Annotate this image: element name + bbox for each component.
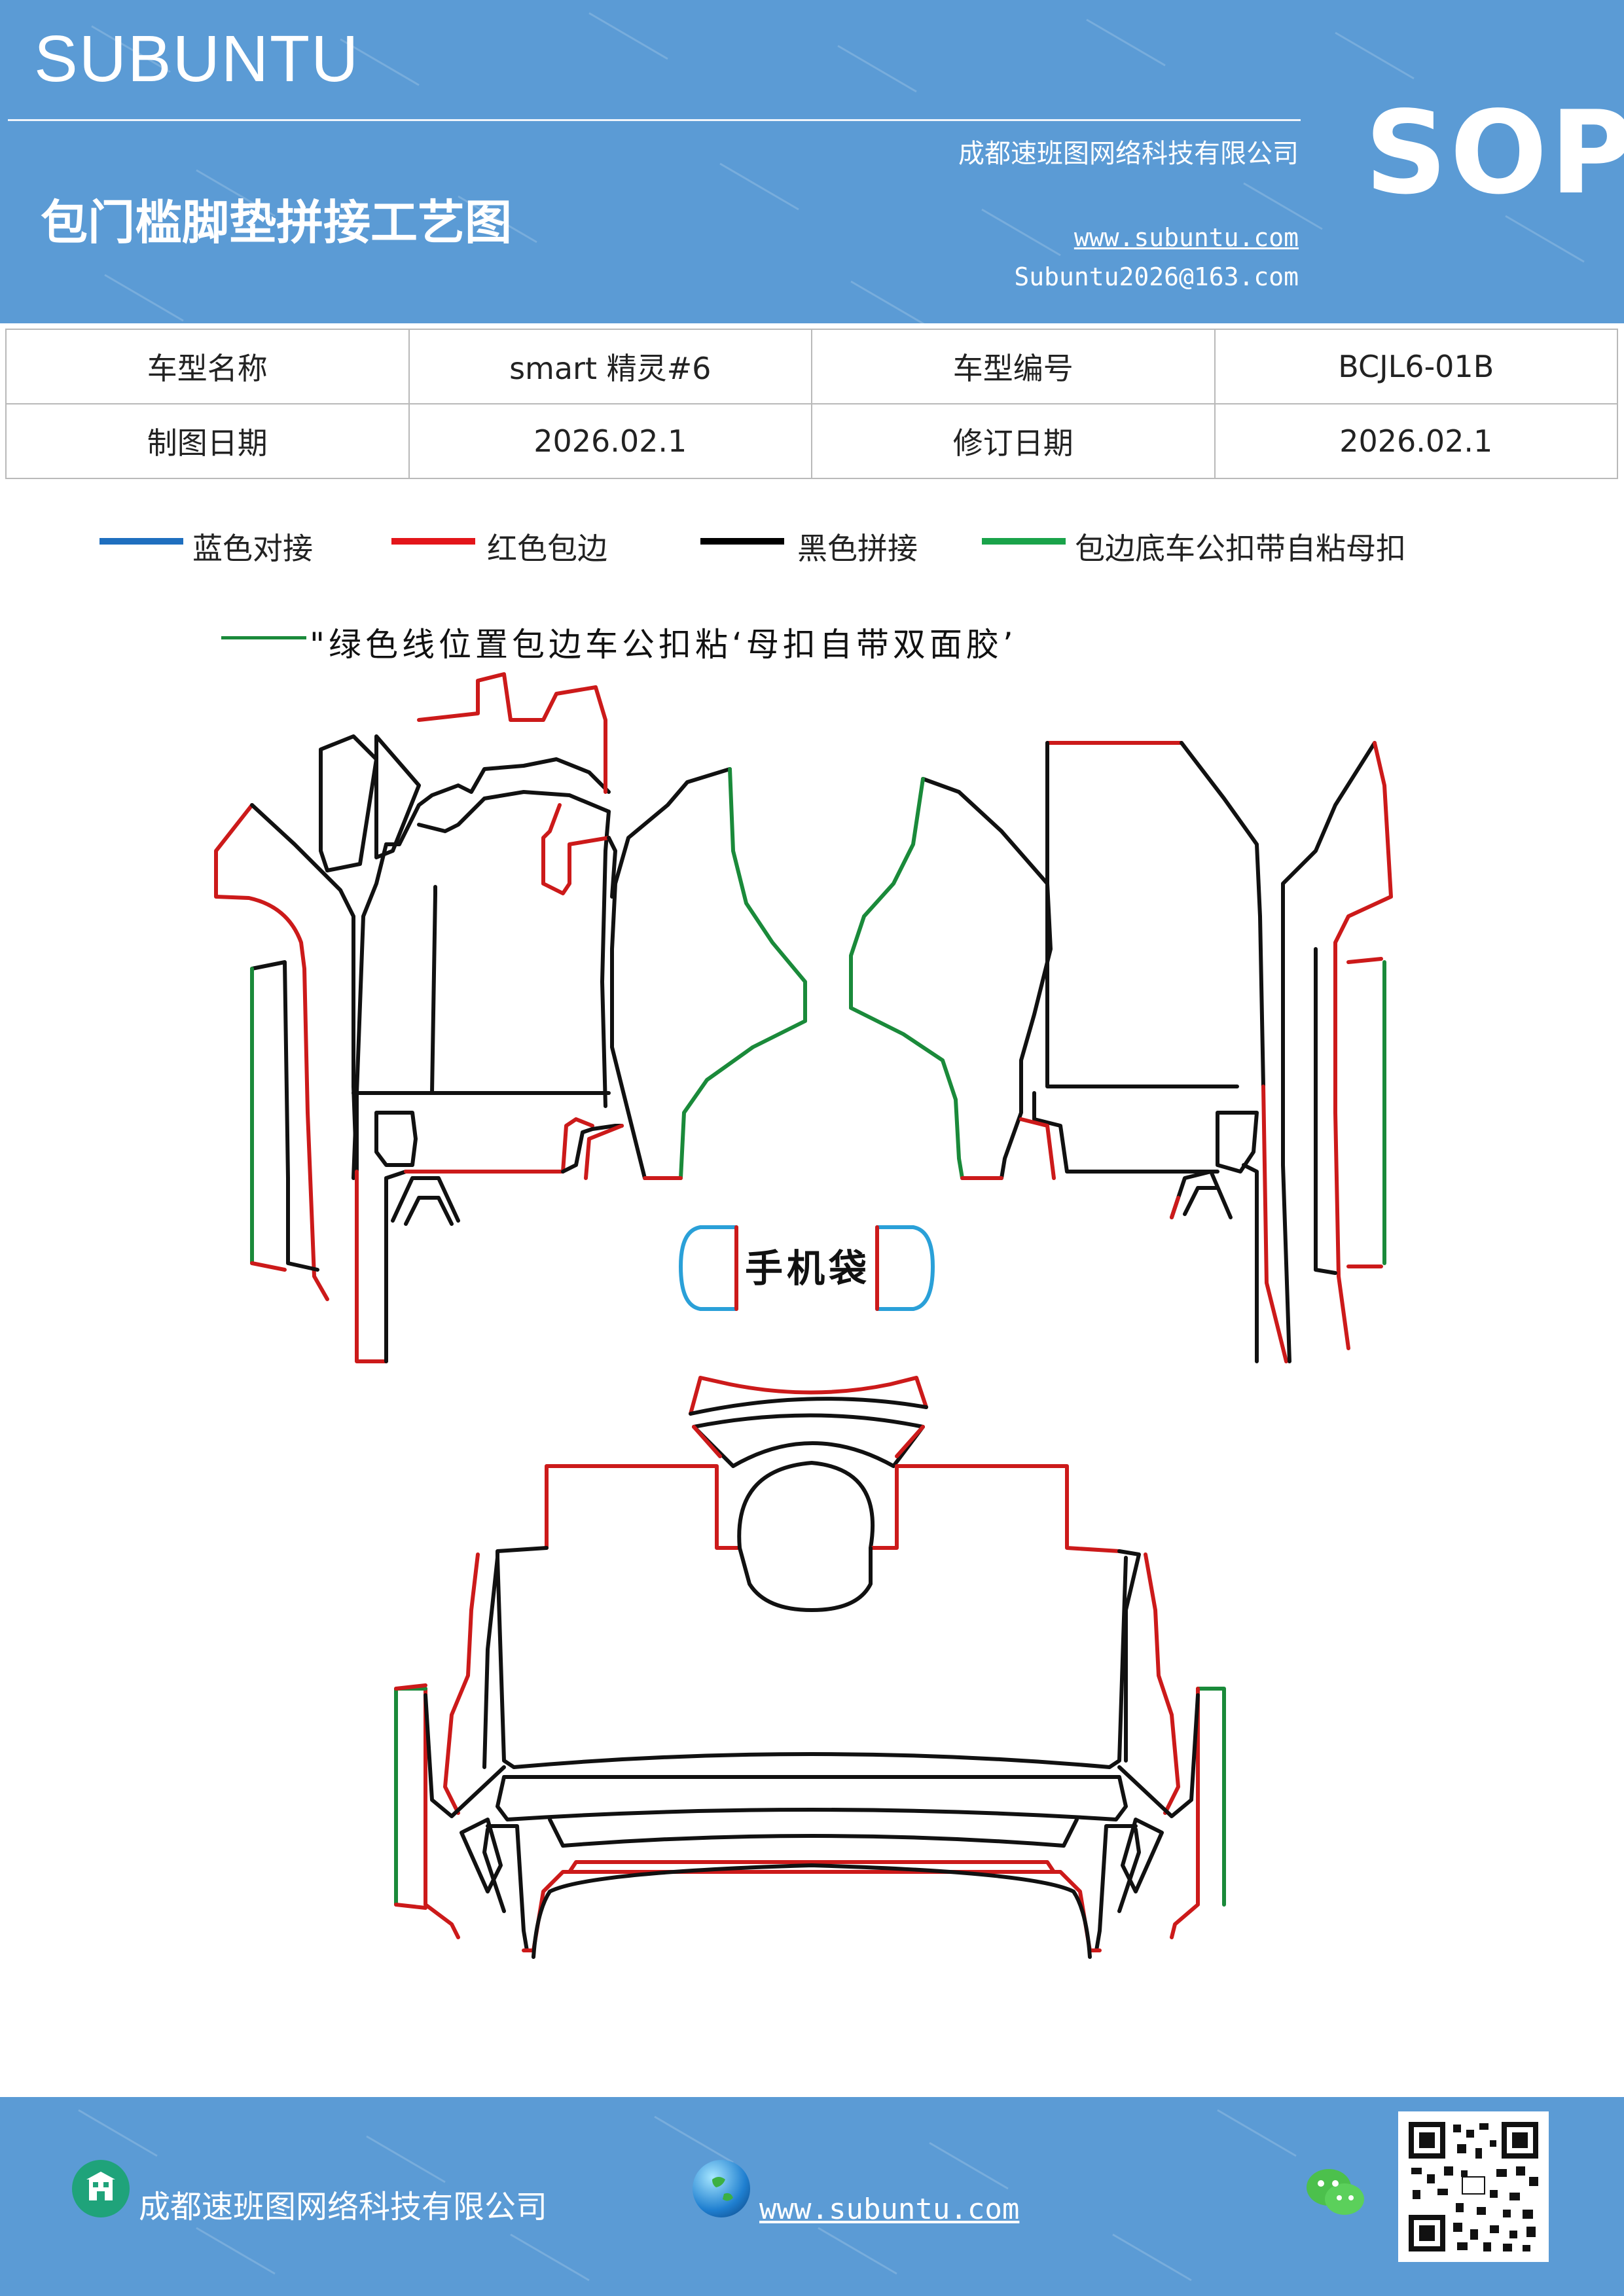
rear-main-mat xyxy=(394,1461,1226,1959)
table-row: 车型名称 smart 精灵#6 车型编号 BCJL6-01B xyxy=(5,329,1618,404)
header-banner: SUBUNTU SOP 包门槛脚垫拼接工艺图 成都速班图网络科技有限公司 www… xyxy=(0,0,1624,323)
phone-pocket-label: 手机袋 xyxy=(745,1246,871,1291)
model-code-value: BCJL6-01B xyxy=(1214,329,1618,404)
qr-code[interactable] xyxy=(1398,2111,1549,2262)
legend-swatch xyxy=(99,538,183,545)
legend-swatch xyxy=(391,538,475,545)
legend-label: 黑色拼接 xyxy=(797,531,918,566)
right-front-mat xyxy=(1019,741,1393,1363)
vehicle-info-table: 车型名称 smart 精灵#6 车型编号 BCJL6-01B 制图日期 2026… xyxy=(5,329,1618,479)
watermark-pattern xyxy=(91,12,1585,323)
legend-label: 蓝色对接 xyxy=(192,531,313,566)
wechat-icon[interactable] xyxy=(1303,2162,1368,2221)
left-door-panel xyxy=(607,767,807,1180)
draw-date-label: 制图日期 xyxy=(5,403,410,479)
rear-upper-bar xyxy=(689,1376,928,1468)
model-name-label: 车型名称 xyxy=(5,329,410,404)
footer-website-link[interactable]: www.subuntu.com xyxy=(759,2193,1020,2226)
building-icon xyxy=(72,2160,130,2217)
legend-label: 红色包边 xyxy=(487,531,607,566)
email-address[interactable]: Subuntu2026@163.com xyxy=(1014,262,1299,291)
model-name-value: smart 精灵#6 xyxy=(408,329,812,404)
revision-date-value: 2026.02.1 xyxy=(1214,403,1618,479)
floor-mat-diagram xyxy=(214,672,1393,1959)
legend-swatch xyxy=(700,538,784,545)
brand-name: SUBUNTU xyxy=(34,22,360,96)
watermark-pattern xyxy=(78,2109,1297,2282)
left-front-mat xyxy=(214,672,624,1363)
green-line-sample xyxy=(221,636,306,639)
globe-icon xyxy=(693,2160,750,2217)
website-link[interactable]: www.subuntu.com xyxy=(1074,223,1299,252)
sop-label: SOP xyxy=(1365,87,1624,220)
page-title: 包门槛脚垫拼接工艺图 xyxy=(41,195,513,250)
phone-pocket xyxy=(679,1225,935,1311)
note-text: "绿色线位置包边车公扣粘‘母扣自带双面胶’ xyxy=(310,626,1017,664)
revision-date-label: 修订日期 xyxy=(811,403,1216,479)
table-row: 制图日期 2026.02.1 修订日期 2026.02.1 xyxy=(5,403,1618,479)
footer-company-name: 成都速班图网络科技有限公司 xyxy=(139,2189,548,2225)
legend-swatch xyxy=(982,538,1066,545)
header-divider xyxy=(8,119,1301,121)
legend-label: 包边底车公扣带自粘母扣 xyxy=(1075,531,1406,566)
right-door-panel xyxy=(849,777,1053,1180)
model-code-label: 车型编号 xyxy=(811,329,1216,404)
company-name: 成都速班图网络科技有限公司 xyxy=(958,139,1299,169)
draw-date-value: 2026.02.1 xyxy=(408,403,812,479)
